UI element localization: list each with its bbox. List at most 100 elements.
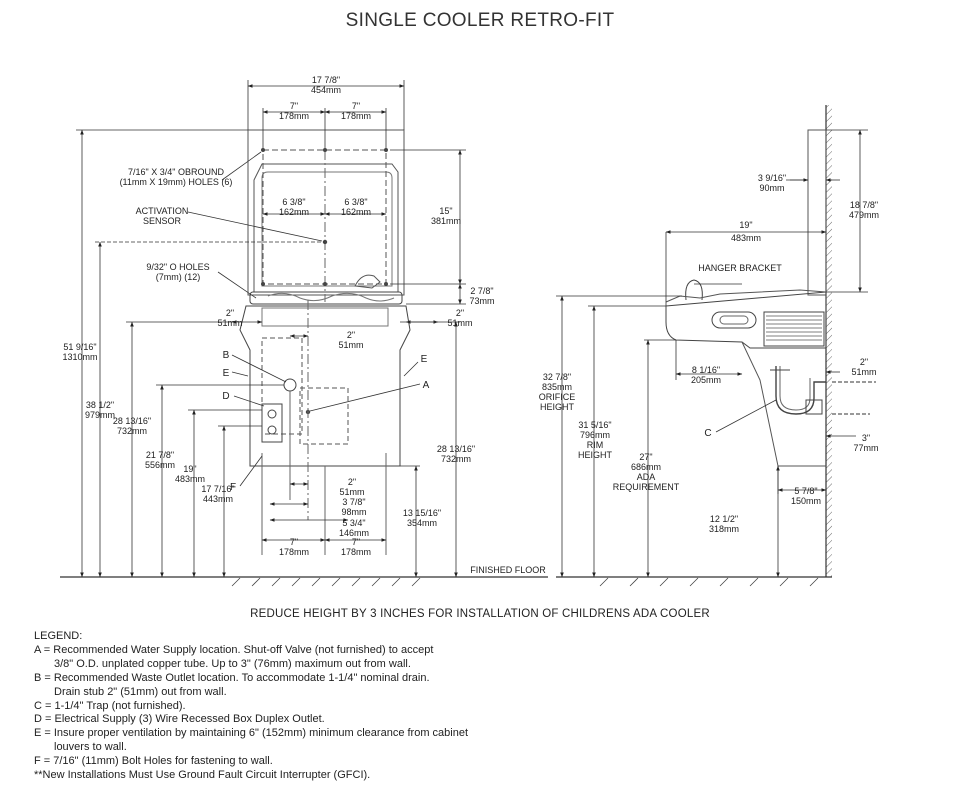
side-support (741, 341, 826, 467)
legend-a-line-2: 3/8" O.D. unplated copper tube. Up to 3"… (54, 657, 411, 670)
overall-width-mm: 454mm (311, 85, 341, 95)
ada-label-1: ADA (637, 472, 656, 482)
rim-in: 31 5/16" (578, 420, 611, 430)
rim-label-2: HEIGHT (578, 450, 613, 460)
front-labels: 17 7/8" 454mm 7" 178mm 7" 178mm 7/16" X … (62, 75, 546, 575)
dim-18-7-8-mm: 479mm (849, 210, 879, 220)
legend-e-line-2: louvers to wall. (54, 741, 127, 754)
letter-a: A (423, 380, 430, 391)
bubbler (354, 274, 381, 289)
dim-2-7-8-mm: 73mm (469, 296, 494, 306)
legend-f: F = 7/16" (11mm) Bolt Holes for fastenin… (34, 755, 273, 768)
dim-5-3-4-in: 5 3/4" (342, 518, 365, 528)
rim-mm: 796mm (580, 430, 610, 440)
dim-5-7-8-mm: 150mm (791, 496, 821, 506)
side-dim-19-mm: 483mm (731, 233, 761, 243)
side-handle-slot (711, 311, 757, 329)
legend-a-line-1: A = Recommended Water Supply location. S… (34, 643, 434, 656)
dim-2-center-mm: 51mm (338, 340, 363, 350)
dim-2-center-in: 2" (347, 330, 355, 340)
dim-17-7-16-mm: 443mm (203, 494, 233, 504)
side-dim-2-mm: 51mm (851, 367, 876, 377)
dim-3-7-8-in: 3 7/8" (342, 497, 365, 507)
deck (249, 291, 403, 305)
dim-21-7-8-mm: 556mm (145, 460, 175, 470)
half-left-mm: 178mm (279, 111, 309, 121)
dim-19-mm: 483mm (175, 474, 205, 484)
dim-38-1-2-mm: 979mm (85, 410, 115, 420)
dim-19-in: 19" (183, 464, 196, 474)
ada-in: 27" (639, 452, 652, 462)
dim-18-7-8-in: 18 7/8" (850, 200, 878, 210)
legend-b-line-1: B = Recommended Waste Outlet location. T… (34, 671, 430, 684)
hanger-bracket-label: HANGER BRACKET (698, 263, 782, 273)
dim-8-1-16-mm: 205mm (691, 375, 721, 385)
childrens-ada-note: REDUCE HEIGHT BY 3 INCHES FOR INSTALLATI… (250, 608, 710, 620)
finished-floor-label: FINISHED FLOOR (470, 565, 546, 575)
dim-2-right-mm: 51mm (447, 318, 472, 328)
side-dim-3-mm: 77mm (853, 443, 878, 453)
wall-hatch (826, 105, 832, 577)
electrical-outlet (261, 403, 283, 443)
sensor-right-mm: 162mm (341, 207, 371, 217)
letter-e-left: E (223, 368, 230, 379)
dim-15-in: 15" (439, 206, 452, 216)
dim-5-3-4-mm: 146mm (339, 528, 369, 538)
obround-label-2: (11mm X 19mm) HOLES (6) (120, 177, 233, 187)
activation-sensor-label-1: ACTIVATION (136, 206, 189, 216)
bottom-left-mm: 178mm (279, 547, 309, 557)
legend-gfci: **New Installations Must Use Ground Faul… (34, 769, 371, 782)
dim-21-7-8-in: 21 7/8" (146, 450, 174, 460)
dim-2-right-in: 2" (456, 308, 464, 318)
ada-label-2: REQUIREMENT (613, 482, 680, 492)
bottom-right-mm: 178mm (341, 547, 371, 557)
legend: LEGEND: A = Recommended Water Supply loc… (34, 630, 468, 783)
sensor-left-mm: 162mm (279, 207, 309, 217)
shut-off-valve (805, 399, 823, 415)
dim-2-bottom-mm: 51mm (339, 487, 364, 497)
dim-2-left-mm: 51mm (217, 318, 242, 328)
dim-8-1-16-in: 8 1/16" (692, 365, 720, 375)
side-louvers (763, 311, 825, 347)
dim-15-mm: 381mm (431, 216, 461, 226)
activation-sensor-label-2: SENSOR (143, 216, 182, 226)
side-back-panel (807, 129, 827, 296)
side-dimensions (556, 129, 868, 578)
dim-51-9-16-mm: 1310mm (62, 352, 97, 362)
side-cabinet (665, 291, 827, 349)
ada-mm: 686mm (631, 462, 661, 472)
dim-5-7-8-in: 5 7/8" (794, 486, 817, 496)
dim-28-13-16-left-mm: 732mm (117, 426, 147, 436)
obround-label-1: 7/16" X 3/4" OBROUND (128, 167, 224, 177)
legend-b-line-2: Drain stub 2" (51mm) out from wall. (54, 685, 227, 698)
letter-b: B (223, 350, 230, 361)
rim-label-1: RIM (587, 440, 604, 450)
orifice-label-2: HEIGHT (540, 402, 575, 412)
sensor-left-in: 6 3/8" (282, 197, 305, 207)
dim-3-9-16-in: 3 9/16" (758, 173, 786, 183)
floor-hatch-front (231, 577, 421, 587)
side-dim-2-in: 2" (860, 357, 868, 367)
dim-3-7-8-mm: 98mm (341, 507, 366, 517)
sensor-right-in: 6 3/8" (344, 197, 367, 207)
dim-12-1-2-in: 12 1/2" (710, 514, 738, 524)
side-dim-3-in: 3" (862, 433, 870, 443)
dim-2-left-in: 2" (226, 308, 234, 318)
dim-12-1-2-mm: 318mm (709, 524, 739, 534)
front-dimensions (76, 80, 466, 578)
waste-outlet (283, 378, 297, 392)
o-holes-label-2: (7mm) (12) (156, 272, 201, 282)
dim-51-9-16-in: 51 9/16" (63, 342, 96, 352)
bottom-left-in: 7" (290, 537, 298, 547)
back-panel (247, 129, 405, 296)
legend-e-line-1: E = Insure proper ventilation by maintai… (34, 727, 469, 740)
supply-box (299, 387, 349, 445)
side-labels: 3 9/16" 90mm 18 7/8" 479mm 19" 483mm HAN… (539, 173, 879, 534)
half-left-in: 7" (290, 101, 298, 111)
hanger-bracket (685, 279, 703, 301)
half-right-in: 7" (352, 101, 360, 111)
dim-13-15-16-mm: 354mm (407, 518, 437, 528)
orifice-mm: 835mm (542, 382, 572, 392)
dim-28-13-16-left-in: 28 13/16" (113, 416, 151, 426)
basin-outline (253, 163, 399, 293)
